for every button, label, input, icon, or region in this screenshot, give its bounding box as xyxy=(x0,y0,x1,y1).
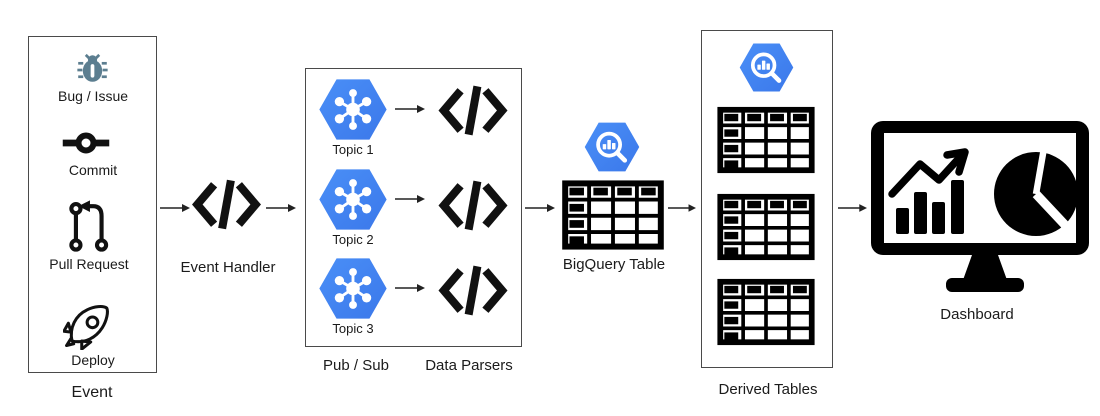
event-item-label: Deploy xyxy=(71,352,115,368)
topic-label: Topic 1 xyxy=(332,142,374,157)
commit-icon xyxy=(62,132,110,154)
flow-arrow xyxy=(266,203,296,213)
data-parser-code-icon xyxy=(435,262,511,319)
data-parser-code-icon xyxy=(435,177,511,234)
topic-arrow xyxy=(394,104,426,114)
pubsub-hexagon-icon xyxy=(317,257,389,320)
dashboard-label: Dashboard xyxy=(940,306,1014,323)
bigquery-hexagon-icon xyxy=(738,42,795,93)
bigquery-hexagon-icon xyxy=(583,121,641,173)
derived-table-icon xyxy=(717,106,815,174)
event-handler-code-icon xyxy=(190,176,263,233)
topic-arrow xyxy=(394,194,426,204)
bar-chart-glyph xyxy=(896,180,964,234)
bigquery-table-label: BigQuery Table xyxy=(562,256,666,273)
bigquery-table-icon xyxy=(561,180,665,250)
flow-arrow xyxy=(668,203,696,213)
pubsub-label: Pub / Sub xyxy=(323,357,389,374)
data-parsers-label: Data Parsers xyxy=(425,357,513,374)
derived-tables-label: Derived Tables xyxy=(718,381,818,398)
pull-request-icon xyxy=(69,200,109,252)
topic-label: Topic 3 xyxy=(332,321,374,336)
event-item-label: Bug / Issue xyxy=(57,88,129,104)
data-parser-code-icon xyxy=(435,82,511,139)
bug-icon xyxy=(77,53,108,82)
event-item-label: Pull Request xyxy=(49,256,129,272)
pubsub-hexagon-icon xyxy=(317,78,389,141)
topic-label: Topic 2 xyxy=(332,232,374,247)
event-handler-label: Event Handler xyxy=(180,259,276,276)
flow-arrow xyxy=(838,203,867,213)
event-item-label: Commit xyxy=(68,162,118,178)
topic-arrow xyxy=(394,283,426,293)
pubsub-hexagon-icon xyxy=(317,168,389,231)
flow-arrow xyxy=(525,203,555,213)
derived-table-icon xyxy=(717,193,815,261)
pie-chart-glyph xyxy=(994,147,1078,236)
flow-arrow xyxy=(160,203,190,213)
monitor-charts-icon xyxy=(871,121,1089,292)
derived-table-icon xyxy=(717,278,815,346)
deploy-rocket-icon xyxy=(63,304,109,350)
trend-line-glyph xyxy=(888,148,969,198)
event-box-label: Event xyxy=(71,384,113,401)
